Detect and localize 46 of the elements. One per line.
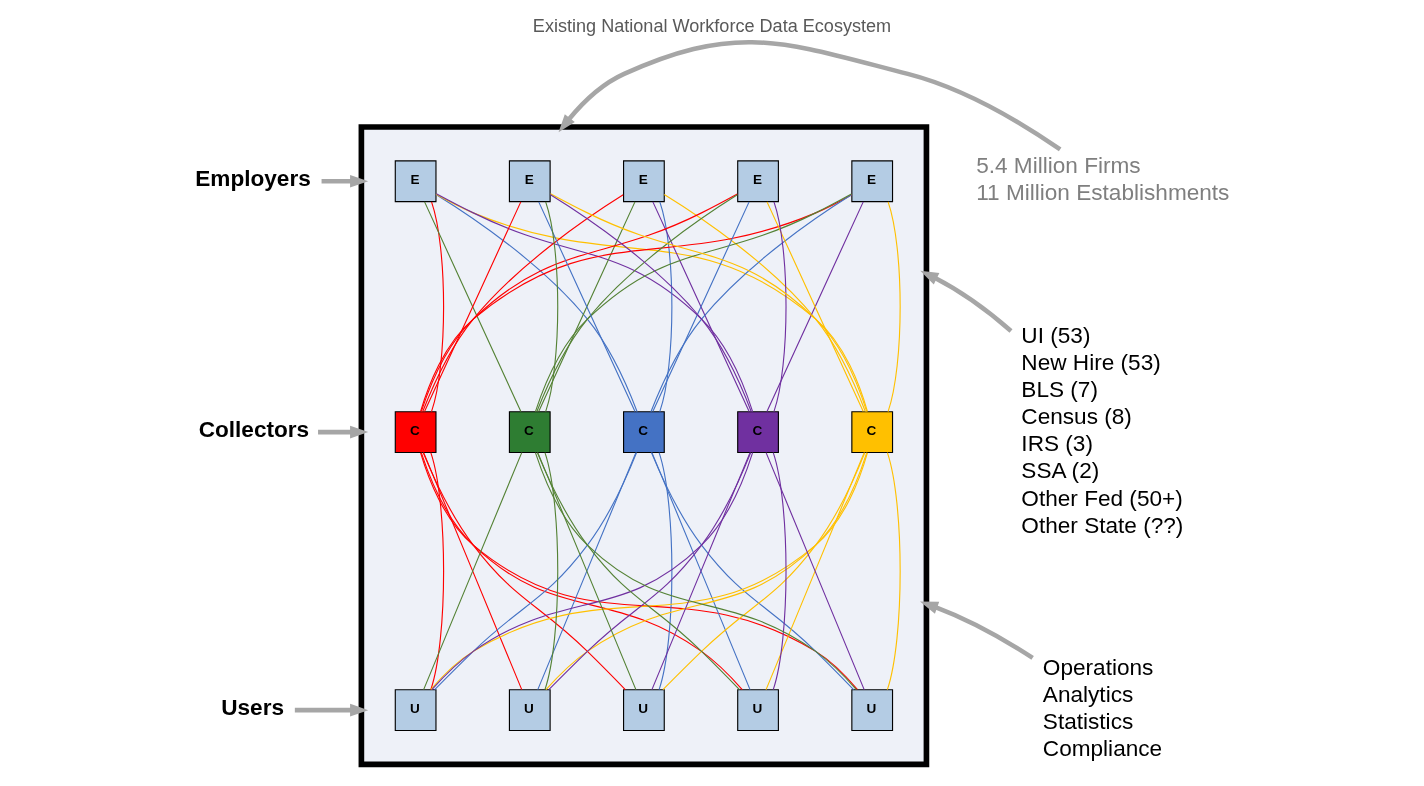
node-box: C	[623, 411, 665, 454]
node-box: E	[623, 160, 665, 203]
connector	[659, 201, 673, 413]
arrow	[321, 174, 369, 188]
connector	[430, 452, 445, 691]
node-text: Collectors	[198, 416, 310, 442]
node-box: U	[508, 689, 551, 732]
node-box: E	[508, 160, 551, 203]
node-box: U	[851, 689, 894, 732]
connector	[651, 452, 751, 691]
connector	[765, 452, 865, 691]
cluster	[358, 124, 930, 768]
diagram-title: Existing National Workforce Data Ecosystem	[532, 15, 892, 36]
connector	[545, 201, 559, 413]
connector	[773, 201, 787, 413]
arrow	[318, 425, 369, 439]
node-box: U	[737, 689, 779, 732]
node-box: E	[851, 160, 894, 203]
node-text: Operations Analytics Statistics Compliance	[1042, 655, 1163, 762]
connector	[544, 452, 559, 691]
arrow	[294, 703, 369, 717]
node-box: U	[394, 689, 437, 732]
node-box: C	[508, 411, 551, 454]
connector	[772, 452, 787, 691]
connector	[430, 201, 445, 413]
connector	[537, 452, 637, 691]
connector	[887, 201, 901, 413]
arrow	[558, 40, 1062, 152]
node-box: C	[394, 411, 437, 454]
node-text: UI (53) New Hire (53) BLS (7) Census (8) IRS (3) SSA (2) Other Fed (50+) Other State (??)	[1021, 322, 1184, 538]
node-box: E	[394, 160, 437, 203]
node-box: U	[623, 689, 665, 732]
node-box: E	[737, 160, 779, 203]
connector	[423, 452, 523, 691]
connector	[886, 452, 901, 691]
node-text: Users	[221, 694, 285, 720]
connector	[538, 201, 636, 413]
arrow	[920, 270, 1013, 333]
node-box: C	[737, 411, 779, 454]
connector	[658, 452, 673, 691]
node-text: Employers	[195, 165, 311, 191]
node-box: C	[851, 411, 894, 454]
node-text: 5.4 Million Firms 11 Million Establishments	[976, 153, 1230, 206]
connector	[652, 201, 750, 413]
arrow	[920, 601, 1034, 660]
connector	[766, 201, 864, 413]
